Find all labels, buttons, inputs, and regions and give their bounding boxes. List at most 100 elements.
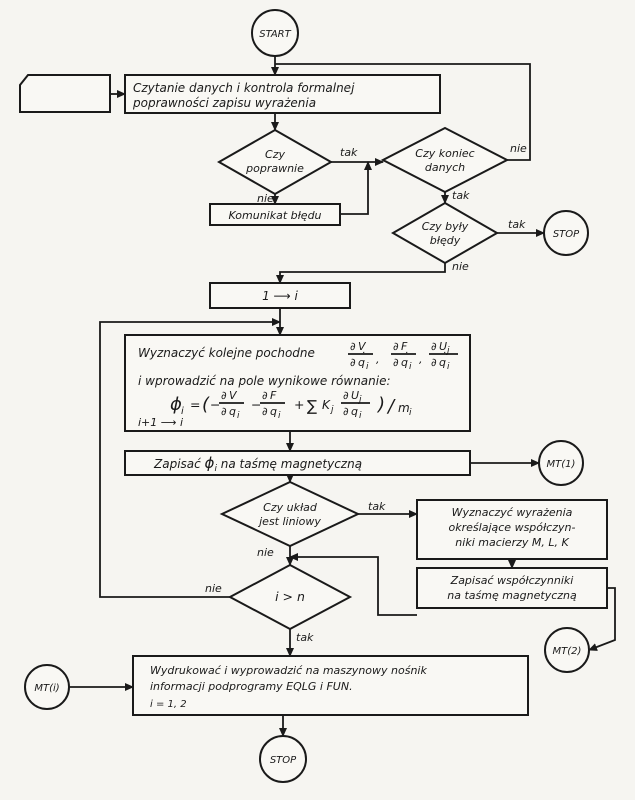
coeff-line2: określające współczyn- [449, 521, 576, 534]
svg-text:i: i [181, 406, 184, 417]
svg-text:i: i [278, 411, 281, 421]
svg-text:−: − [210, 397, 220, 412]
save-coefficients-box: Zapisać współczynniki na taśmę magnetycz… [416, 567, 608, 609]
increment-label: i+1 ⟶ i [138, 416, 183, 429]
svg-text:U: U [439, 340, 447, 353]
svg-text:j: j [329, 405, 334, 415]
decision-errors-line2: błędy [430, 234, 461, 247]
svg-text:∑: ∑ [307, 397, 317, 415]
derivatives-line2: i wprowadzić na pole wynikowe równanie: [138, 374, 391, 388]
svg-text:q: q [439, 356, 446, 369]
coefficients-box: Wyznaczyć wyrażenia określające współczy… [416, 499, 608, 560]
svg-text:F: F [401, 340, 408, 353]
coeff-line3: niki macierzy M, L, K [455, 536, 569, 549]
connector-mt2: MT(2) [544, 627, 590, 673]
init-counter-box: 1 ⟶ i [209, 282, 351, 309]
svg-text:K: K [322, 398, 331, 412]
fraction-dV-dq: ∂ V ∂ q ˙ i , [348, 340, 380, 372]
label-nie-correct: nie [257, 192, 274, 205]
svg-text:ϕ: ϕ [170, 394, 182, 415]
start-terminal: START [251, 9, 299, 57]
svg-text:q: q [351, 405, 358, 418]
decision-correct: Czy poprawnie [216, 128, 334, 196]
mt2-label: MT(2) [553, 646, 582, 657]
stop-terminal-right: STOP [543, 210, 589, 256]
svg-text:∂: ∂ [343, 405, 349, 418]
read-data-box: Czytanie danych i kontrola formalnej pop… [124, 74, 441, 114]
read-box-line2: poprawności zapisu wyrażenia [132, 96, 316, 110]
svg-text:∂: ∂ [262, 389, 268, 402]
decision-i-gt-n: i > n [227, 563, 353, 631]
svg-text:∂: ∂ [393, 340, 399, 353]
stop-right-label: STOP [553, 229, 580, 240]
print-line2: informacji podprogramy EQLG i FUN. [150, 680, 353, 693]
fraction-dU-dq: ∂ U j ∂ q ˙ i [429, 340, 458, 372]
decision-linear: Czy układ jest liniowy [219, 480, 361, 548]
label-tak-linear: tak [368, 500, 386, 513]
svg-text:(: ( [202, 394, 210, 415]
svg-text:˙: ˙ [441, 350, 447, 363]
label-tak-correct: tak [340, 146, 358, 159]
svg-text:∂: ∂ [431, 356, 437, 369]
svg-text:F: F [270, 389, 277, 402]
branch-labels: tak nie nie tak tak nie tak nie nie tak [205, 142, 527, 644]
label-nie-i-gt-n: nie [205, 582, 222, 595]
svg-text:∂: ∂ [221, 389, 227, 402]
svg-text:∂: ∂ [350, 340, 356, 353]
save-coeff-line2: na taśmę magnetyczną [447, 589, 577, 602]
coeff-line1: Wyznaczyć wyrażenia [452, 506, 573, 519]
decision-end-line1: Czy koniec [415, 147, 474, 160]
save-phi-box: Zapisać ϕi na taśmę magnetyczną [124, 450, 471, 476]
stop-terminal-bottom: STOP [259, 735, 307, 783]
decision-errors: Czy były błędy [390, 201, 500, 265]
svg-text:∂: ∂ [350, 356, 356, 369]
svg-text:i: i [409, 362, 412, 372]
svg-text:∂: ∂ [262, 405, 268, 418]
label-nie-errors: nie [452, 260, 469, 273]
print-line1: Wydrukować i wyprowadzić na maszynowy no… [150, 664, 427, 677]
derivatives-box: Wyznaczyć kolejne pochodne ∂ V ∂ q ˙ i ,… [124, 334, 471, 432]
svg-text:m: m [398, 401, 410, 415]
svg-text:i: i [359, 411, 362, 421]
svg-text:−: − [251, 397, 261, 412]
error-message-box: Komunikat błędu [209, 203, 341, 226]
init-counter-label: 1 ⟶ i [262, 289, 298, 303]
svg-text:∂: ∂ [393, 356, 399, 369]
decision-linear-line2: jest liniowy [257, 515, 321, 528]
label-nie-linear: nie [257, 546, 274, 559]
svg-text:V: V [229, 389, 238, 402]
flow-lines [69, 56, 616, 737]
save-phi-label: Zapisać ϕi na taśmę magnetyczną [153, 454, 362, 474]
print-box: Wydrukować i wyprowadzić na maszynowy no… [132, 655, 529, 716]
svg-text:∂: ∂ [221, 405, 227, 418]
svg-text:q: q [270, 405, 277, 418]
svg-text:j: j [445, 346, 450, 356]
svg-text:/: / [386, 396, 396, 417]
save-coeff-line1: Zapisać współczynniki [450, 574, 574, 587]
label-nie-end: nie [510, 142, 527, 155]
svg-text:q: q [358, 356, 365, 369]
decision-end-of-data: Czy koniec danych [380, 126, 510, 194]
decision-correct-line2: poprawnie [245, 162, 304, 175]
svg-text:V: V [358, 340, 367, 353]
label-tak-end: tak [452, 189, 470, 202]
decision-end-line2: danych [425, 161, 465, 174]
decision-linear-line1: Czy układ [263, 501, 318, 514]
svg-text:q: q [229, 405, 236, 418]
svg-text:∂: ∂ [343, 389, 349, 402]
svg-text:+: + [294, 397, 304, 412]
equation-phi: ϕ i = ( − ∂ V ∂ q i − ∂ F ∂ q i + ∑ K j … [170, 389, 412, 421]
svg-text:∂: ∂ [431, 340, 437, 353]
svg-text:i: i [366, 362, 369, 372]
svg-text:,: , [376, 353, 380, 366]
svg-text:i: i [409, 408, 412, 418]
connector-mti: MT(i) [24, 664, 70, 710]
svg-text:): ) [376, 394, 385, 415]
fraction-dF-dq: ∂ F ∂ q ˙ i , [391, 340, 423, 372]
svg-text:j: j [357, 395, 362, 405]
stop-bottom-label: STOP [270, 755, 297, 766]
mti-label: MT(i) [34, 683, 59, 694]
svg-text:,: , [419, 353, 423, 366]
